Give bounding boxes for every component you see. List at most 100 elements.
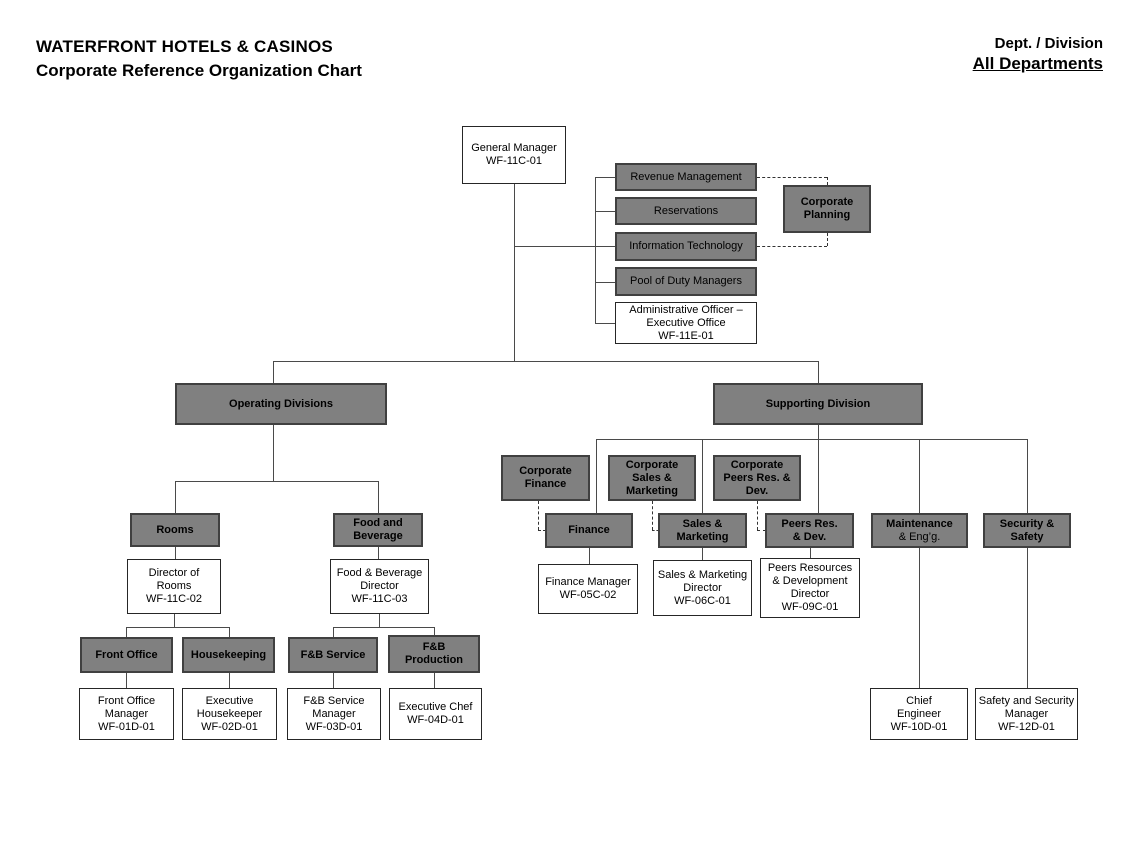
- node-label: Food and: [353, 517, 403, 529]
- node-code: WF-11C-03: [351, 593, 408, 605]
- connector-stack-spine: [595, 177, 596, 324]
- node-label: Engineer: [896, 707, 942, 720]
- dashed-corppeers-peers: [757, 530, 766, 531]
- node-sales-marketing: Sales & Marketing: [658, 513, 747, 548]
- node-label: Executive Office: [646, 316, 726, 329]
- connector-stub-revenue: [595, 177, 616, 178]
- node-revenue-management: Revenue Management: [615, 163, 757, 191]
- connector-hk-manager: [229, 673, 230, 688]
- node-fb-production: F&B Production: [388, 635, 480, 673]
- node-label: Operating Divisions: [229, 397, 333, 410]
- dashed-it-planning: [757, 246, 827, 247]
- connector-drop-supporting: [818, 361, 819, 383]
- connector-supporting-horizontal: [596, 439, 1028, 440]
- node-information-technology: Information Technology: [615, 232, 757, 261]
- node-label: Beverage: [353, 530, 403, 542]
- node-code: WF-04D-01: [407, 714, 464, 726]
- node-label: Finance: [568, 524, 610, 536]
- node-label: F&B: [422, 641, 446, 653]
- node-label: Food & Beverage: [336, 567, 423, 579]
- connector-drop-operating: [273, 361, 274, 383]
- node-reservations: Reservations: [615, 197, 757, 225]
- node-code: WF-11E-01: [658, 329, 714, 342]
- connector-drop-peers: [818, 439, 819, 513]
- node-operating-divisions: Operating Divisions: [175, 383, 387, 425]
- node-supporting-division: Supporting Division: [713, 383, 923, 425]
- connector-security-manager: [1027, 548, 1028, 688]
- connector-rooms-director: [175, 547, 176, 559]
- page-title: Corporate Reference Organization Chart: [36, 61, 362, 80]
- node-director-of-rooms: Director of Rooms WF-11C-02: [127, 559, 221, 614]
- node-safety-security-manager: Safety and Security Manager WF-12D-01: [975, 688, 1078, 740]
- node-label: Administrative Officer –: [629, 303, 743, 316]
- connector-rooms-fnb-horizontal: [175, 481, 379, 482]
- node-peers-res-dev: Peers Res. & Dev.: [765, 513, 854, 548]
- node-label: F&B Service: [303, 694, 365, 707]
- node-front-office: Front Office: [80, 637, 173, 673]
- node-label: Production: [404, 654, 464, 666]
- dashed-corppeers-down: [757, 501, 758, 530]
- node-corporate-planning: Corporate Planning: [783, 185, 871, 233]
- node-label: Corporate: [730, 458, 784, 471]
- connector-finance-manager: [589, 548, 590, 564]
- node-pool-duty-managers: Pool of Duty Managers: [615, 267, 757, 296]
- connector-drop-frontoffice: [126, 627, 127, 637]
- node-finance: Finance: [545, 513, 633, 548]
- node-label: Corporate: [519, 465, 572, 477]
- node-label: Rooms: [156, 523, 194, 536]
- node-administrative-officer: Administrative Officer – Executive Offic…: [615, 302, 757, 344]
- node-label: Revenue Management: [630, 170, 742, 183]
- node-label: Director of: [148, 567, 200, 579]
- node-label: Peers Resources: [767, 562, 853, 574]
- node-code: WF-03D-01: [305, 720, 363, 733]
- node-label: Sales &: [632, 471, 672, 484]
- connector-stub-reservations: [595, 211, 616, 212]
- connector-maintenance-engineer: [919, 548, 920, 688]
- dashed-revenue-planning: [757, 177, 827, 178]
- node-general-manager: General Manager WF-11C-01: [462, 126, 566, 184]
- connector-gm-down: [514, 184, 515, 361]
- dashed-corpfin-down: [538, 501, 539, 530]
- node-maintenance-engg: Maintenance & Eng’g.: [871, 513, 968, 548]
- dept-division-label: Dept. / Division: [994, 35, 1103, 52]
- node-label: Director: [683, 581, 722, 594]
- node-finance-manager: Finance Manager WF-05C-02: [538, 564, 638, 614]
- node-label: Marketing: [676, 530, 729, 543]
- node-code: WF-05C-02: [559, 589, 617, 601]
- node-label: Planning: [803, 209, 851, 221]
- node-label: General Manager: [471, 142, 557, 154]
- node-label: Maintenance: [886, 517, 953, 530]
- connector-fo-manager: [126, 673, 127, 688]
- connector-drop-salesmkt: [702, 439, 703, 513]
- connector-drop-fbservice: [333, 627, 334, 637]
- node-label: Housekeeper: [196, 707, 263, 720]
- node-food-and-beverage: Food and Beverage: [333, 513, 423, 547]
- connector-fbs-manager: [333, 673, 334, 688]
- node-front-office-manager: Front Office Manager WF-01D-01: [79, 688, 174, 740]
- node-rooms: Rooms: [130, 513, 220, 547]
- connector-divisions-horizontal: [273, 361, 819, 362]
- connector-stub-pool: [595, 282, 616, 283]
- dashed-corpfin-finance: [538, 530, 546, 531]
- node-executive-chef: Executive Chef WF-04D-01: [389, 688, 482, 740]
- connector-operating-down: [273, 425, 274, 481]
- node-sales-marketing-director: Sales & Marketing Director WF-06C-01: [653, 560, 752, 616]
- node-executive-housekeeper: Executive Housekeeper WF-02D-01: [182, 688, 277, 740]
- node-label: Manager: [312, 707, 356, 720]
- node-label: Safety: [1010, 530, 1044, 543]
- connector-fo-hk-horizontal: [126, 627, 230, 628]
- connector-stub-admin: [595, 323, 616, 324]
- node-fb-service: F&B Service: [288, 637, 378, 673]
- node-label: Corporate: [800, 196, 854, 208]
- node-label: Sales &: [682, 517, 723, 530]
- connector-gm-to-stack: [514, 246, 616, 247]
- node-label: Reservations: [653, 204, 719, 217]
- node-corporate-sales-marketing: Corporate Sales & Marketing: [608, 455, 696, 501]
- node-label: Chief: [906, 694, 932, 707]
- node-label: Corporate: [625, 458, 679, 471]
- node-code: WF-09C-01: [781, 601, 839, 613]
- node-code: WF-02D-01: [201, 720, 258, 733]
- connector-peers-director: [810, 548, 811, 558]
- node-housekeeping: Housekeeping: [182, 637, 275, 673]
- connector-supporting-down: [818, 425, 819, 439]
